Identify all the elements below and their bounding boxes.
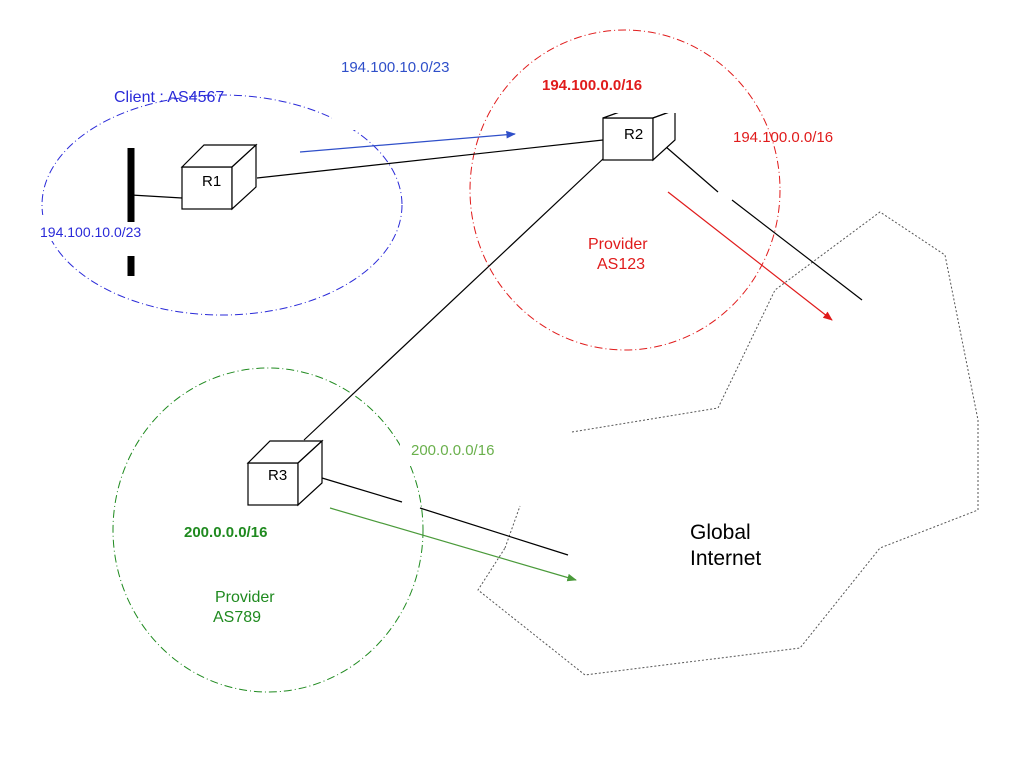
r2-r3-link — [303, 157, 605, 441]
as789-label-gap — [400, 436, 430, 466]
as123-name-line1: Provider — [588, 236, 648, 253]
router-r3-label: R3 — [268, 467, 288, 484]
as123-name-line2: AS123 — [597, 256, 646, 273]
r2-top-gap — [600, 105, 680, 113]
lan-to-r1-link — [130, 194, 183, 199]
as123-label-gap — [530, 68, 670, 102]
provider-as789-boundary — [112, 367, 424, 693]
as789-announced-prefix: 200.0.0.0/16 — [411, 442, 495, 459]
router-r3 — [246, 439, 324, 507]
client-label-gap — [34, 215, 164, 241]
client-lan-prefix: 194.100.10.0/23 — [40, 224, 142, 240]
router-r2-label: R2 — [624, 126, 644, 143]
r2-internet-link — [657, 139, 863, 301]
router-r1-label: R1 — [202, 173, 222, 190]
as789-name-line2: AS789 — [213, 609, 262, 626]
as789-prefix: 200.0.0.0/16 — [184, 524, 268, 541]
internet-label-line2: Internet — [690, 547, 762, 570]
as789-announce-arrow — [329, 507, 577, 582]
as123-announced-prefix: 194.100.0.0/16 — [733, 129, 834, 146]
as123-prefix: 194.100.0.0/16 — [542, 77, 643, 94]
as123-announce-arrow — [667, 191, 833, 321]
as789-name-line1: Provider — [215, 589, 275, 606]
r3-internet-link — [321, 477, 569, 556]
client-announced-prefix: 194.100.10.0/23 — [341, 59, 450, 76]
internet-label-line1: Global — [690, 521, 751, 544]
client-as-boundary — [41, 94, 403, 316]
provider-as123-boundary — [469, 29, 781, 351]
client-circle-gap — [332, 60, 372, 130]
global-internet-cloud — [477, 211, 979, 676]
r1-r2-link — [256, 139, 604, 179]
client-as-label: Client : AS4567 — [114, 89, 225, 106]
router-r1 — [180, 143, 258, 211]
client-announce-arrow — [299, 130, 516, 153]
